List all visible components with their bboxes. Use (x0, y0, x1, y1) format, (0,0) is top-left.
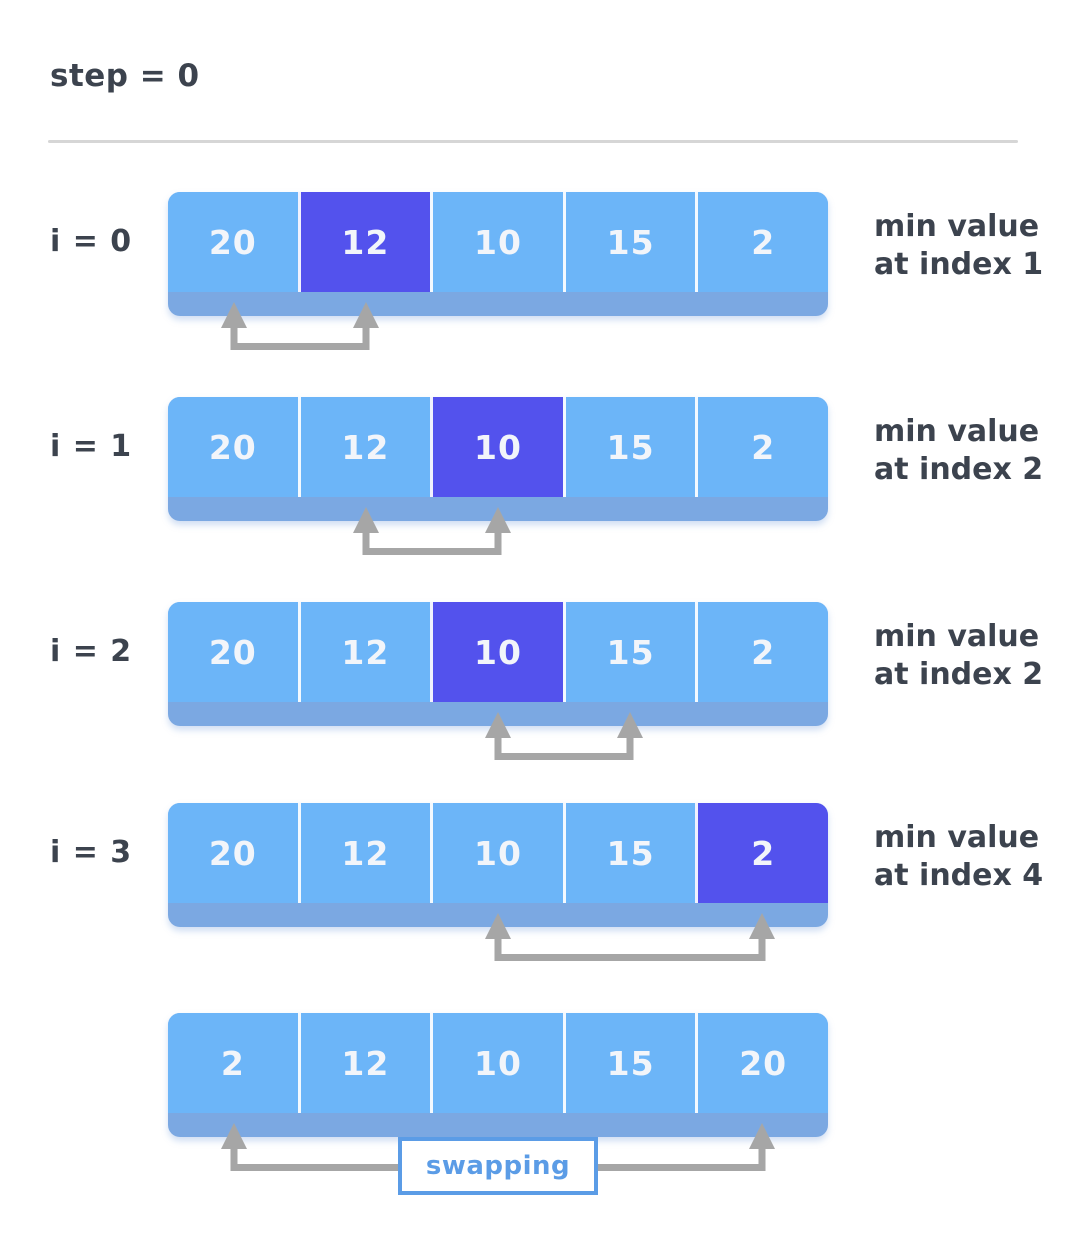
array-cell-highlighted: 10 (430, 602, 563, 702)
cell-value: 12 (341, 833, 390, 873)
arrowhead-icon (221, 302, 247, 328)
cell-value: 12 (341, 632, 390, 672)
min-value-note-line: min value (874, 820, 1040, 855)
array-bar: 20 12 10 15 2 (168, 192, 828, 316)
arrowhead-icon (353, 302, 379, 328)
arrowhead-icon (749, 913, 775, 939)
array-cell: 2 (695, 192, 828, 292)
cell-value: 10 (474, 833, 522, 873)
array-bar: 20 12 10 15 2 (168, 397, 828, 521)
array-cell: 10 (430, 803, 563, 903)
arrowhead-icon (221, 1123, 247, 1149)
swapping-label-box: swapping (398, 1137, 598, 1195)
min-value-note-line: min value (874, 209, 1040, 244)
array-cell: 15 (562, 397, 696, 497)
step-label: step = 0 (50, 58, 200, 94)
cell-value: 10 (474, 222, 522, 262)
array-cell: 20 (168, 602, 298, 702)
array-cell: 15 (562, 192, 696, 292)
arrowhead-icon (485, 507, 511, 533)
cell-value: 15 (606, 833, 655, 873)
comparison-arrow-icon (485, 712, 643, 760)
array-cell-highlighted: 2 (695, 803, 828, 903)
array-bar: 20 12 10 15 2 (168, 602, 828, 726)
arrowhead-icon (485, 712, 511, 738)
comparison-arrow-icon (353, 507, 511, 555)
swapping-label: swapping (425, 1151, 571, 1181)
cell-value: 15 (606, 1043, 655, 1083)
comparison-arrow-icon (221, 302, 379, 350)
row-index-label: i = 1 (50, 429, 133, 464)
min-value-note-line: at index 1 (874, 247, 1044, 282)
min-value-note-line: at index 4 (874, 858, 1044, 893)
array-cell: 12 (297, 803, 431, 903)
array-cell: 20 (168, 397, 298, 497)
array-cell: 12 (297, 397, 431, 497)
min-value-note-line: min value (874, 414, 1040, 449)
array-cell-highlighted: 12 (297, 192, 431, 292)
cell-value: 2 (751, 222, 776, 262)
cell-value: 12 (341, 1043, 390, 1083)
array-cell: 12 (297, 1013, 431, 1113)
array-cell: 2 (695, 602, 828, 702)
arrowhead-icon (485, 913, 511, 939)
row-index-label: i = 0 (50, 224, 133, 259)
row-index-label: i = 3 (50, 835, 133, 870)
cell-value: 20 (739, 1043, 788, 1083)
array-cell: 10 (430, 1013, 563, 1113)
array-cell: 15 (562, 602, 696, 702)
cell-value: 10 (474, 427, 522, 467)
cell-value: 20 (208, 833, 257, 873)
array-cell: 2 (168, 1013, 298, 1113)
cell-value: 2 (751, 427, 776, 467)
min-value-note-line: min value (874, 619, 1040, 654)
array-cell: 20 (168, 803, 298, 903)
cell-value: 15 (606, 222, 655, 262)
array-cell: 10 (430, 192, 563, 292)
min-value-note-line: at index 2 (874, 657, 1044, 692)
comparison-arrow-icon (485, 913, 775, 961)
cell-value: 2 (220, 1043, 245, 1083)
cell-value: 20 (208, 632, 257, 672)
array-bar: 2 12 10 15 20 (168, 1013, 828, 1137)
array-cell: 12 (297, 602, 431, 702)
cell-value: 10 (474, 1043, 522, 1083)
cell-value: 20 (208, 427, 257, 467)
separator-line (48, 140, 1018, 143)
row-index-label: i = 2 (50, 634, 133, 669)
array-bar: 20 12 10 15 2 (168, 803, 828, 927)
array-cell: 20 (168, 192, 298, 292)
arrowhead-icon (353, 507, 379, 533)
arrowhead-icon (749, 1123, 775, 1149)
cell-value: 2 (751, 632, 776, 672)
cell-value: 12 (341, 427, 390, 467)
cell-value: 2 (751, 833, 776, 873)
min-value-note-line: at index 2 (874, 452, 1044, 487)
array-cell-highlighted: 10 (430, 397, 563, 497)
array-cell: 15 (562, 803, 696, 903)
array-cell: 2 (695, 397, 828, 497)
arrowhead-icon (617, 712, 643, 738)
cell-value: 10 (474, 632, 522, 672)
cell-value: 15 (606, 632, 655, 672)
array-cell: 20 (695, 1013, 828, 1113)
cell-value: 20 (208, 222, 257, 262)
cell-value: 12 (341, 222, 390, 262)
cell-value: 15 (606, 427, 655, 467)
array-cell: 15 (562, 1013, 696, 1113)
